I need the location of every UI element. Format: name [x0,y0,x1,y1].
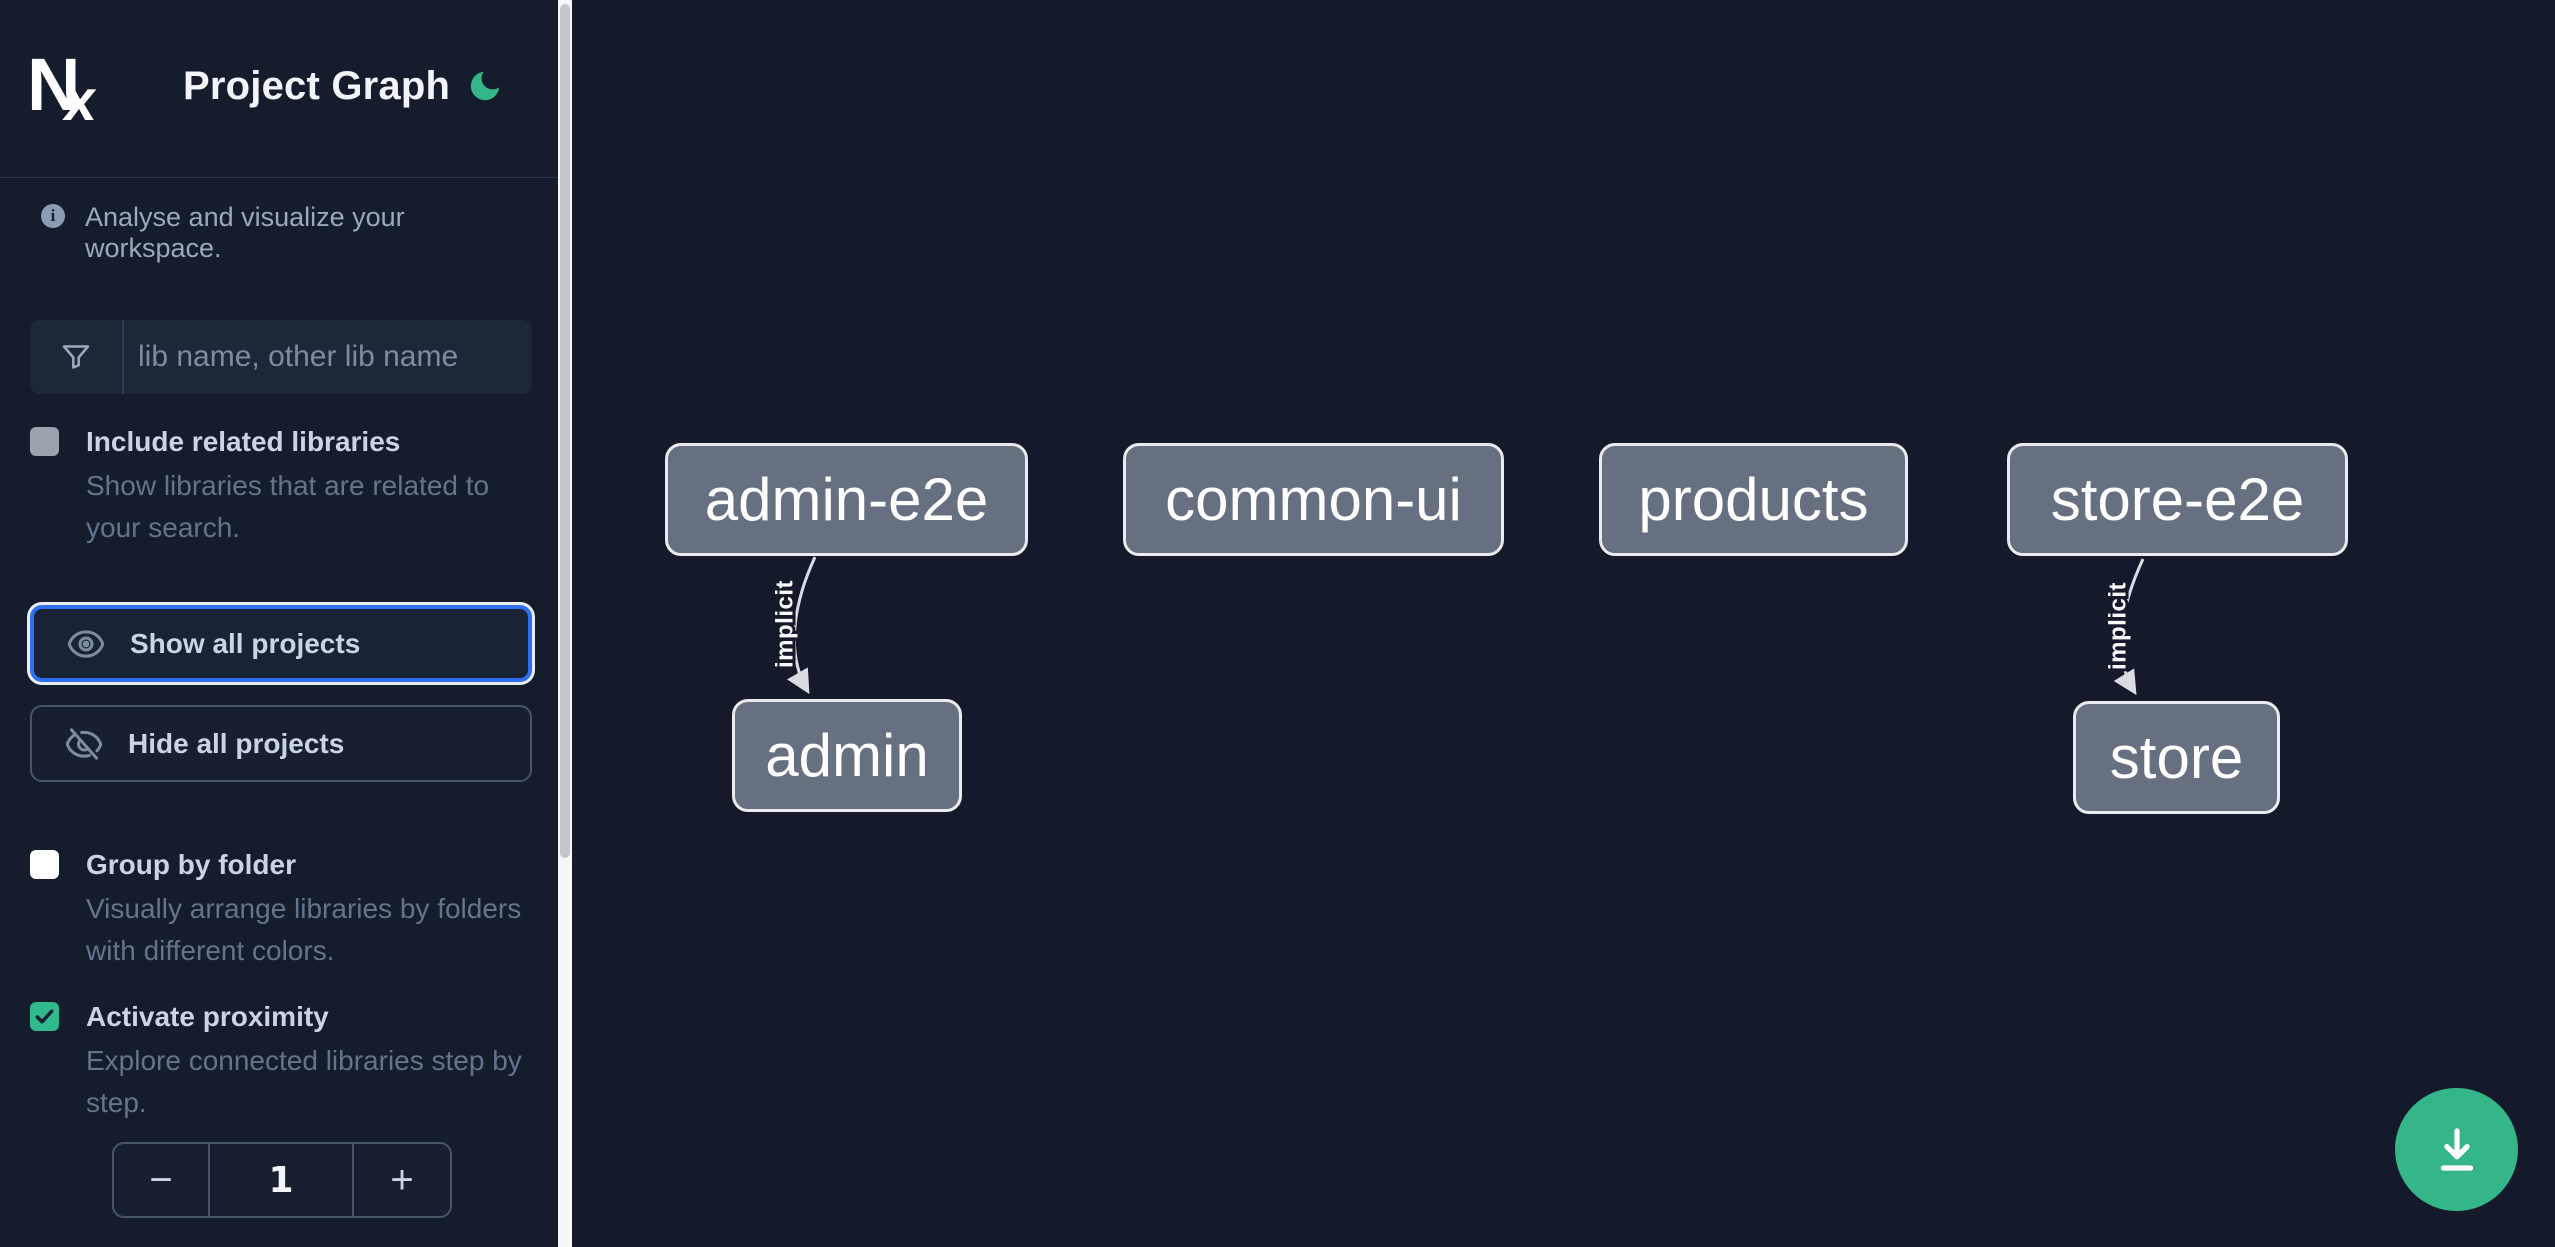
edge-label-implicit: implicit [2104,582,2131,670]
nx-logo: N x [27,52,100,122]
group-by-folder-label[interactable]: Group by folder [86,849,296,880]
moon-icon [470,71,500,100]
workspace-tagline-row: i Analyse and visualize your workspace. [41,202,531,264]
sidebar: N x Project Graph i Analyse and visualiz… [0,0,558,1247]
filter-funnel-cell [30,320,124,394]
activate-proximity-text: Activate proximity Explore connected lib… [86,1000,532,1124]
show-all-projects-label: Show all projects [130,627,361,659]
activate-proximity-description: Explore connected libraries step by step… [86,1045,522,1118]
project-node-common-ui[interactable]: common-ui [1123,443,1504,556]
edge-admin-e2e-to-admin: implicit [768,556,817,695]
group-by-folder-description: Visually arrange libraries by folders wi… [86,893,522,966]
option-group-by-folder: Group by folder Visually arrange librari… [30,848,532,972]
project-node-products[interactable]: products [1599,443,1908,556]
hide-all-projects-label: Hide all projects [128,727,345,759]
download-image-button[interactable] [2395,1088,2518,1211]
project-node-admin[interactable]: admin [732,699,962,812]
include-related-text: Include related libraries Show libraries… [86,425,532,549]
project-node-admin-e2e[interactable]: admin-e2e [665,443,1028,556]
sidebar-scrollbar-track[interactable] [558,0,572,1247]
eye-off-icon [65,727,103,760]
svg-text:x: x [60,68,99,122]
info-icon: i [41,204,65,228]
project-node-store[interactable]: store [2073,701,2280,814]
group-by-folder-text: Group by folder Visually arrange librari… [86,848,532,972]
group-by-folder-checkbox[interactable] [30,850,59,879]
increment-button[interactable]: + [352,1144,450,1216]
project-node-store-e2e[interactable]: store-e2e [2007,443,2348,556]
sidebar-scrollbar-thumb[interactable] [560,4,570,858]
sidebar-header: N x Project Graph [0,0,558,178]
graph-edges: implicit implicit [768,556,2145,696]
header-divider [0,177,558,178]
include-related-label[interactable]: Include related libraries [86,426,401,457]
option-activate-proximity: Activate proximity Explore connected lib… [30,1000,532,1124]
activate-proximity-label[interactable]: Activate proximity [86,1001,329,1032]
edge-store-e2e-to-store: implicit [2101,558,2145,696]
svg-text:N: N [27,52,80,122]
proximity-depth-stepper: − 1 + [112,1142,452,1218]
edge-label-implicit: implicit [771,580,798,668]
download-icon [2440,1127,2473,1171]
workspace-tagline: Analyse and visualize your workspace. [85,202,405,263]
library-filter [30,320,532,394]
page-title: Project Graph [183,64,451,108]
include-related-description: Show libraries that are related to your … [86,470,490,543]
checkmark-icon [35,1009,54,1024]
proximity-depth-value: 1 [268,1159,294,1201]
eye-icon [67,629,105,658]
activate-proximity-checkbox[interactable] [30,1002,59,1031]
library-filter-input[interactable] [124,320,532,394]
option-include-related: Include related libraries Show libraries… [30,425,532,549]
theme-toggle-button[interactable] [462,64,508,110]
decrement-button[interactable]: − [114,1144,210,1216]
funnel-icon [62,345,90,369]
graph-canvas[interactable]: implicit implicit admin-e2e common-ui pr… [572,0,2555,1247]
show-all-projects-button[interactable]: Show all projects [30,605,532,682]
hide-all-projects-button[interactable]: Hide all projects [30,705,532,782]
include-related-checkbox[interactable] [30,427,59,456]
